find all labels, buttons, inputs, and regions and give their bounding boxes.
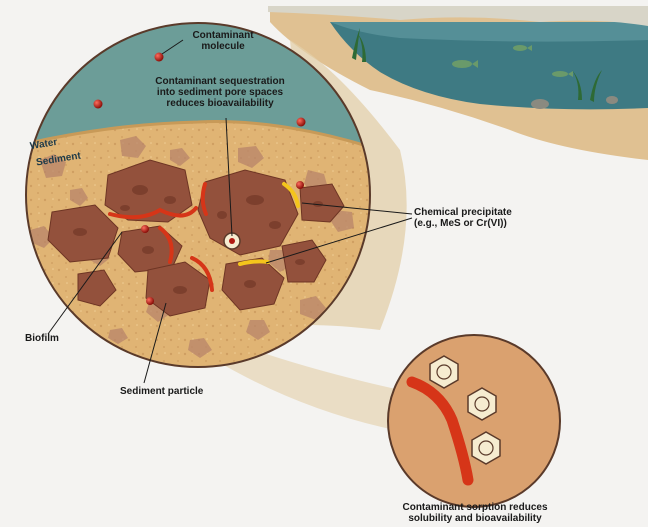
sorption-detail (385, 332, 565, 512)
label-sorption: Contaminant sorption reduces solubility … (380, 502, 570, 524)
label-sediment-particle: Sediment particle (120, 386, 203, 397)
label-sequestration: Contaminant sequestration into sediment … (120, 76, 320, 109)
label-biofilm: Biofilm (25, 333, 59, 344)
label-chemical-precipitate: Chemical precipitate (e.g., MeS or Cr(VI… (414, 207, 574, 229)
label-contaminant-molecule: Contaminant molecule (168, 30, 278, 52)
